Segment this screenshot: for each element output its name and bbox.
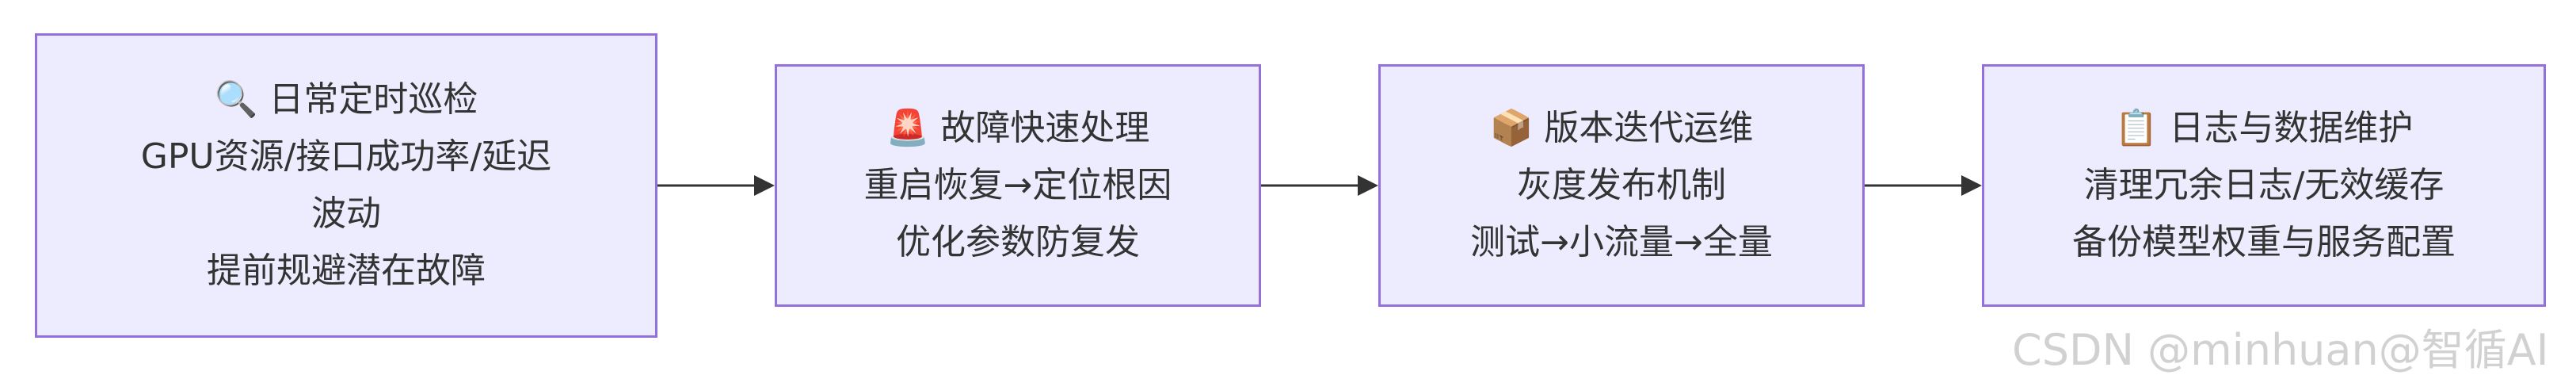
- node-title-row: 📦 版本迭代运维: [1490, 100, 1754, 157]
- node-text-line: 波动: [311, 193, 381, 234]
- node-title: 日志与数据维护: [2169, 108, 2414, 148]
- node-text-line: 提前规避潜在故障: [207, 251, 486, 291]
- node-text-line: 灰度发布机制: [1517, 165, 1726, 205]
- siren-icon: 🚨: [886, 108, 930, 148]
- node-log-data-maintenance: 📋 日志与数据维护 清理冗余日志/无效缓存 备份模型权重与服务配置: [1982, 64, 2546, 307]
- node-text-line: 测试→小流量→全量: [1470, 222, 1773, 262]
- node-version-iteration: 📦 版本迭代运维 灰度发布机制 测试→小流量→全量: [1378, 64, 1865, 307]
- node-title: 日常定时巡检: [269, 79, 478, 120]
- watermark: CSDN @minhuan@智循AI: [2012, 325, 2549, 375]
- package-icon: 📦: [1489, 108, 1534, 148]
- arrowhead-icon: [1358, 175, 1378, 196]
- node-fault-handling: 🚨 故障快速处理 重启恢复→定位根因 优化参数防复发: [775, 64, 1261, 307]
- edge-fault-to-version: [1261, 175, 1378, 196]
- node-text-line: 清理冗余日志/无效缓存: [2083, 165, 2445, 205]
- arrowhead-icon: [1961, 175, 1982, 196]
- edge-version-to-logs: [1865, 175, 1982, 196]
- node-title-row: 🚨 故障快速处理: [886, 100, 1150, 157]
- node-text-line: 重启恢复→定位根因: [863, 165, 1172, 205]
- node-daily-inspection: 🔍 日常定时巡检 GPU资源/接口成功率/延迟 波动 提前规避潜在故障: [35, 33, 657, 338]
- edge-inspection-to-fault: [657, 175, 775, 196]
- node-text-line: 优化参数防复发: [896, 222, 1140, 262]
- node-title: 版本迭代运维: [1544, 108, 1754, 148]
- node-text-line: 备份模型权重与服务配置: [2072, 222, 2456, 262]
- arrowhead-icon: [754, 175, 775, 196]
- magnifying-glass-icon: 🔍: [214, 79, 258, 120]
- node-text-line: GPU资源/接口成功率/延迟: [140, 136, 552, 177]
- node-title: 故障快速处理: [940, 108, 1150, 148]
- node-title-row: 📋 日志与数据维护: [2115, 100, 2414, 157]
- clipboard-icon: 📋: [2114, 108, 2159, 148]
- node-title-row: 🔍 日常定时巡检: [215, 71, 478, 128]
